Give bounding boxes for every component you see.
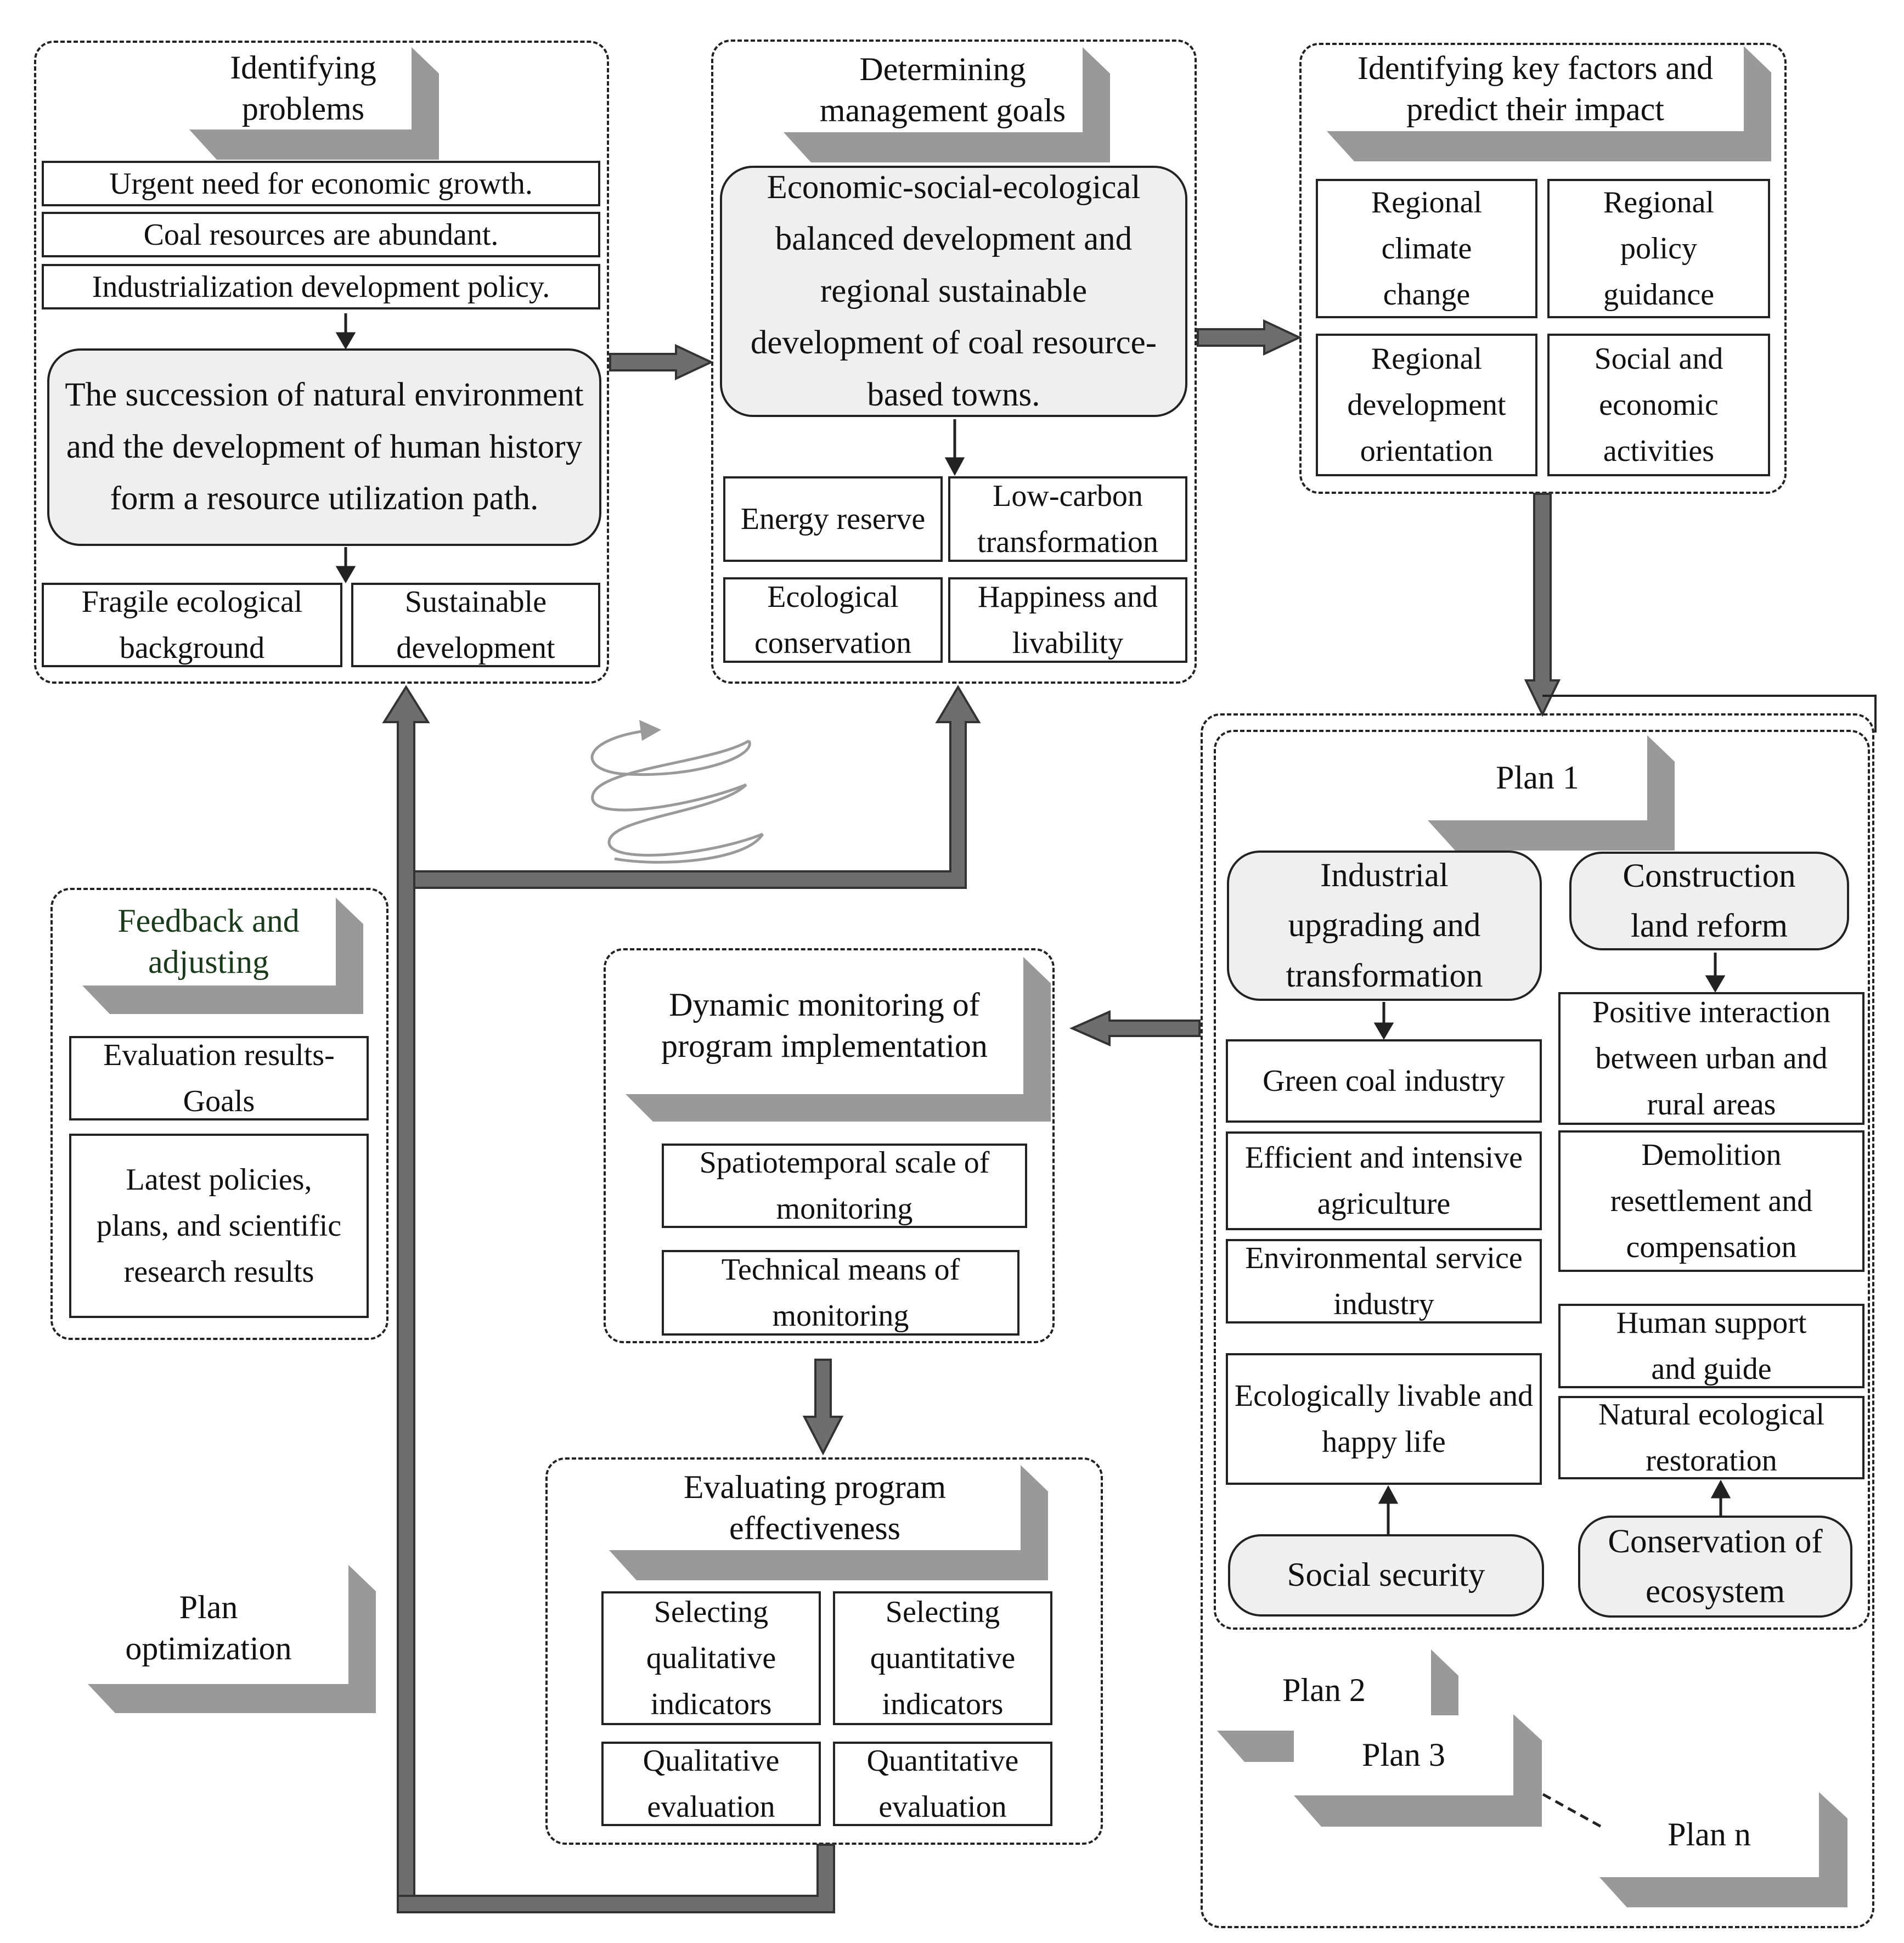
arrow-problems-to-goals [609, 343, 714, 381]
social-security-node: Social security [1228, 1534, 1544, 1617]
plan-2-banner: Plan 2 [1217, 1649, 1464, 1765]
identifying-problems-panel [34, 41, 609, 684]
low-carbon-transformation-box: Low-carbon transformation [948, 476, 1187, 562]
identifying-problems-banner: Identifying problems [189, 47, 469, 160]
qualitative-evaluation-box: Qualitative evaluation [601, 1742, 821, 1826]
spiral-iteration-icon [590, 720, 764, 864]
ecological-conservation-box: Ecological conservation [723, 577, 943, 663]
identifying-problems-title: Identifying problems [230, 49, 376, 127]
quantitative-evaluation-box: Quantitative evaluation [833, 1742, 1052, 1826]
plan-optimization-title: Plan optimization [125, 1589, 292, 1666]
plan-1-banner: Plan 1 [1428, 735, 1675, 851]
fragile-ecological-background-box: Fragile ecological background [42, 583, 342, 667]
regional-policy-guidance-box: Regional policy guidance [1547, 179, 1770, 318]
problem-item-3: Industrialization development policy. [42, 264, 600, 309]
arrow-goals-to-factors [1197, 319, 1302, 356]
social-economic-activities-box: Social and economic activities [1547, 334, 1770, 476]
green-coal-industry-box: Green coal industry [1226, 1039, 1542, 1123]
natural-restoration-box: Natural ecological restoration [1558, 1396, 1864, 1479]
plan-1-title: Plan 1 [1496, 759, 1579, 796]
problem-item-2: Coal resources are abundant. [42, 212, 600, 257]
arrow-factors-to-plans [1524, 493, 1561, 717]
qualitative-indicators-box: Selecting qualitative indicators [601, 1591, 821, 1725]
plan-2-title: Plan 2 [1282, 1671, 1366, 1708]
construction-land-reform-node: Construction land reform [1569, 852, 1849, 950]
regional-development-orientation-box: Regional development orientation [1316, 334, 1537, 476]
banner-shape [1428, 735, 1675, 851]
management-goals-banner: Determining management goals [784, 47, 1135, 162]
energy-reserve-box: Energy reserve [723, 476, 943, 562]
arrow-plans-to-monitoring [1069, 1010, 1201, 1047]
urban-rural-interaction-box: Positive interaction between urban and r… [1558, 992, 1864, 1125]
latest-policies-box: Latest policies, plans, and scientific r… [69, 1134, 369, 1318]
evaluation-results-goals-box: Evaluation results-Goals [69, 1036, 369, 1120]
key-factors-banner: Identifying key factors and predict thei… [1327, 46, 1771, 161]
balanced-development-node: Economic-social-ecological balanced deve… [720, 166, 1187, 417]
banner-shape [609, 1465, 1048, 1580]
quantitative-indicators-box: Selecting quantitative indicators [833, 1591, 1052, 1725]
demolition-resettlement-box: Demolition resettlement and compensation [1558, 1130, 1864, 1272]
monitoring-banner: Dynamic monitoring of program implementa… [626, 957, 1054, 1127]
monitoring-panel [604, 948, 1055, 1343]
resource-utilization-path-node: The succession of natural environment an… [47, 348, 601, 546]
banner-shape [1217, 1649, 1458, 1762]
plan-3-title: Plan 3 [1362, 1736, 1445, 1773]
spatiotemporal-scale-box: Spatiotemporal scale of monitoring [662, 1144, 1027, 1228]
evaluation-title: Evaluating program effectiveness [683, 1468, 947, 1546]
monitoring-title: Dynamic monitoring of program implementa… [661, 987, 988, 1064]
sustainable-development-box: Sustainable development [351, 583, 600, 667]
evaluation-banner: Evaluating program effectiveness [609, 1465, 1048, 1580]
banner-shape [1327, 46, 1771, 161]
banner-shape [1599, 1792, 1847, 1907]
management-goals-title: Determining management goals [819, 50, 1066, 128]
happiness-livability-box: Happiness and livability [948, 577, 1187, 663]
regional-climate-change-box: Regional climate change [1316, 179, 1537, 318]
industrial-upgrading-node: Industrial upgrading and transformation [1227, 851, 1542, 1001]
plan-3-banner: Plan 3 [1294, 1714, 1542, 1829]
efficient-agriculture-box: Efficient and intensive agriculture [1226, 1131, 1542, 1230]
human-support-box: Human support and guide [1558, 1304, 1864, 1388]
plan-n-title: Plan n [1668, 1816, 1751, 1852]
problem-item-1: Urgent need for economic growth. [42, 161, 600, 206]
feedback-title: Feedback and adjusting [117, 903, 300, 980]
key-factors-title: Identifying key factors and predict thei… [1357, 49, 1714, 127]
banner-shape [189, 47, 439, 160]
banner-shape [626, 957, 1051, 1122]
banner-shape [82, 898, 363, 1014]
banner-shape [1294, 1714, 1542, 1827]
loop-bottom-segment [397, 1844, 835, 1913]
plan-1-panel [1214, 730, 1870, 1630]
banner-shape [88, 1565, 376, 1713]
arrow-loop-to-goals [413, 685, 981, 889]
plan-n-banner: Plan n [1599, 1792, 1847, 1907]
conservation-ecosystem-node: Conservation of ecosystem [1578, 1516, 1852, 1618]
arrow-monitoring-to-evaluation [802, 1359, 844, 1456]
feedback-banner: Feedback and adjusting [82, 898, 368, 1018]
ecologically-livable-box: Ecologically livable and happy life [1226, 1353, 1542, 1485]
plan-optimization-banner: Plan optimization [88, 1565, 379, 1716]
environmental-service-box: Environmental service industry [1226, 1239, 1542, 1324]
arrow-loop-to-problems [382, 685, 430, 1913]
banner-shape [784, 47, 1110, 162]
technical-means-box: Technical means of monitoring [662, 1250, 1019, 1336]
